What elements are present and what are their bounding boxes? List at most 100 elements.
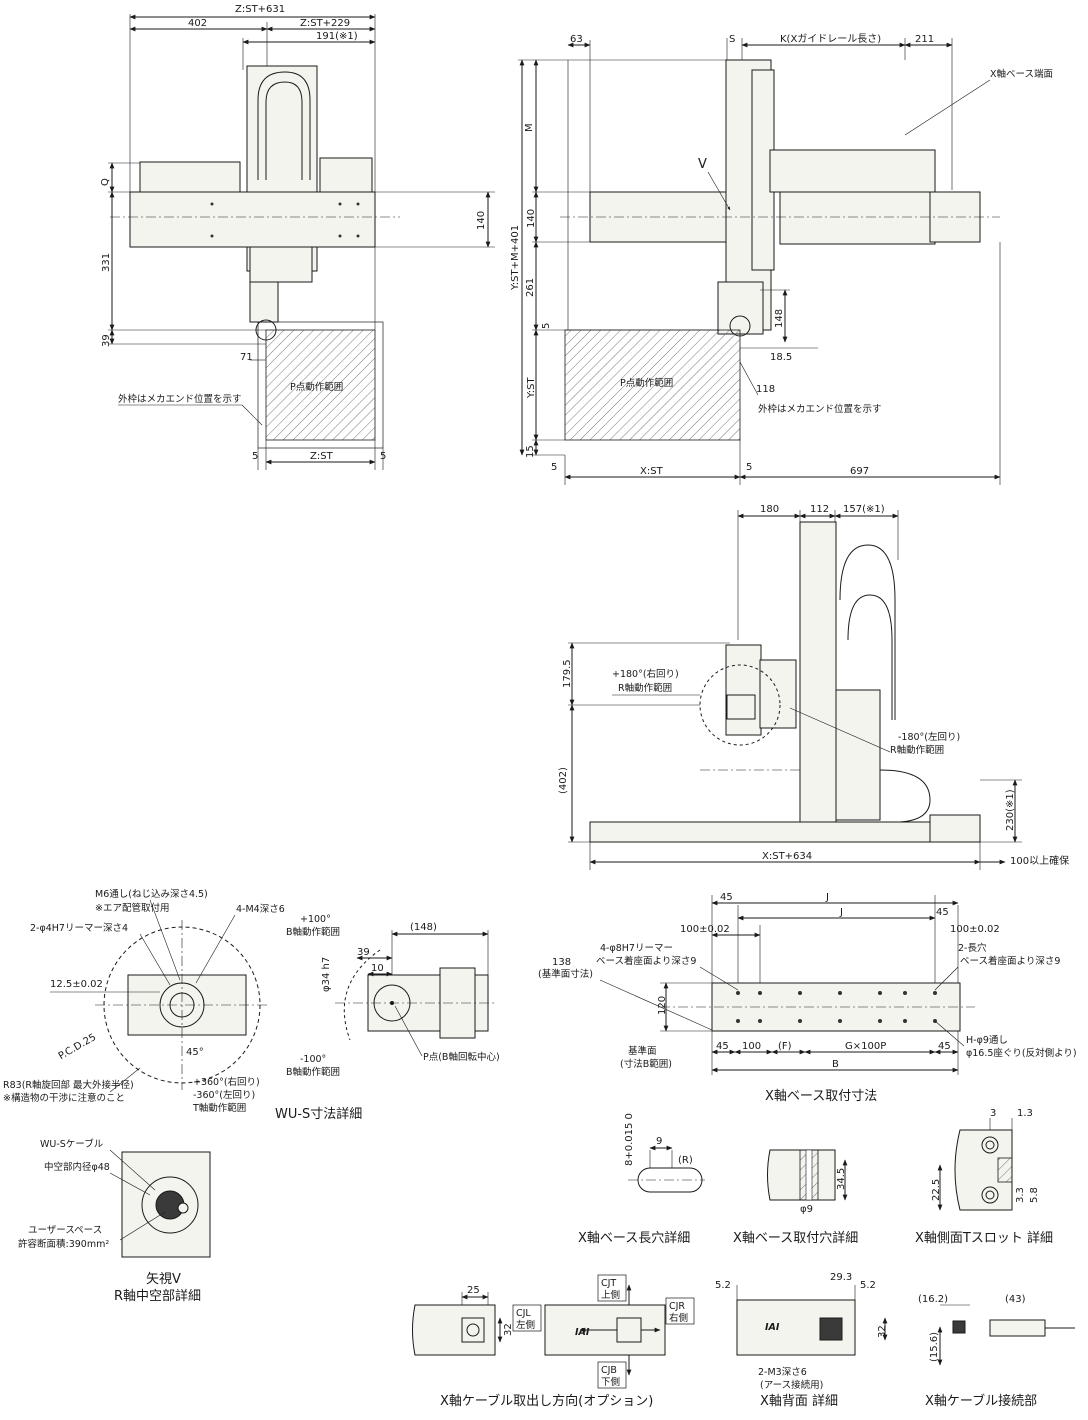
label-r83: R83(R軸旋回部 最大外接半径) [3, 1079, 134, 1091]
dim-211: 211 [915, 34, 934, 45]
label-cjt: CJT [601, 1278, 616, 1289]
dim-phi34: φ34 h7 [321, 957, 332, 992]
dim-pcd: P.C.D.25 [57, 1032, 98, 1062]
label-cjb2: 下側 [601, 1376, 620, 1388]
label-ref138: (基準面寸法) [538, 968, 593, 980]
label-b-pos1: +100° [300, 914, 331, 925]
label-ref-plane: 基準面 [628, 1045, 657, 1057]
dim-25: 25 [467, 1285, 480, 1296]
caption-cable-dir: X軸ケーブル取出し方向(オプション) [440, 1393, 653, 1409]
dim-m: M [524, 123, 535, 132]
dim-331: 331 [101, 253, 112, 272]
label-h9: H-φ9通し [966, 1035, 1008, 1046]
dim-402: 402 [188, 18, 207, 29]
dim-r: (R) [678, 1155, 693, 1166]
label-outer-frame-left: 外枠はメカエンド位置を示す [118, 393, 242, 405]
dim-3-3: 3.3 [1015, 1187, 1026, 1203]
x-mount-detail: 45 J J 45 100±0.02 100±0.02 4-φ8H7リーマー ベ… [538, 892, 1077, 1104]
dim-g100p: G×100P [845, 1041, 886, 1052]
label-reamer-4: 2-φ4H7リーマー深さ4 [30, 923, 128, 934]
dim-3: 3 [990, 1108, 996, 1119]
dim-112: 112 [810, 504, 829, 515]
dim-j-outer: J [825, 892, 829, 903]
dim-12-5: 12.5±0.02 [50, 979, 103, 990]
dim-29-3: 29.3 [830, 1272, 852, 1283]
label-cjb: CJB [601, 1365, 617, 1376]
dim-697: 697 [850, 466, 869, 477]
dim-45deg: 45° [186, 1047, 204, 1058]
dim-39b: 39 [357, 947, 370, 958]
caption-tslot: X軸側面Tスロット 詳細 [915, 1230, 1053, 1246]
dim-100-tol-a: 100±0.02 [680, 924, 730, 935]
dim-y-st: Y:ST [526, 377, 537, 399]
label-r-range-pos2: R軸動作範囲 [618, 682, 672, 694]
label-b-pos2: B軸動作範囲 [286, 926, 340, 938]
dim-5-2-b: 5.2 [860, 1280, 876, 1291]
wus-side-detail: +100° B軸動作範囲 -100° B軸動作範囲 (148) 39 10 φ3… [275, 914, 500, 1122]
caption-view-v2: R軸中空部詳細 [114, 1288, 201, 1304]
label-reamer8: 4-φ8H7リーマー [600, 943, 673, 954]
dim-120: 120 [657, 996, 668, 1015]
cable-connection-detail: (16.2) (43) (15.6) X軸ケーブル接続部 [918, 1294, 1075, 1409]
label-r-range-pos: +180°(右回り) [612, 668, 679, 680]
dim-18-5: 18.5 [770, 352, 792, 363]
label-p-range-left: P点動作範囲 [290, 381, 343, 393]
dim-phi9: φ9 [800, 1204, 813, 1215]
dim-x-st: X:ST [640, 466, 664, 477]
dim-z-st: Z:ST [310, 451, 334, 462]
label-x-base-end: X軸ベース端面 [990, 68, 1053, 80]
top-view-left: Z:ST+631 402 Z:ST+229 191(※1) Q 331 [100, 4, 495, 470]
beam-bolt-holes [210, 202, 360, 238]
label-ref-plane2: (寸法B範囲) [620, 1058, 672, 1070]
label-b-neg2: B軸動作範囲 [286, 1066, 340, 1078]
dim-5-8: 5.8 [1029, 1187, 1040, 1203]
caption-x-mount: X軸ベース取付寸法 [765, 1089, 877, 1104]
label-m6b: ※エア配管取付用 [95, 902, 169, 914]
caption-view-v1: 矢視V [146, 1272, 181, 1287]
label-m6: M6通し(ねじ込み深さ4.5) [95, 889, 208, 900]
label-t-range1: +360°(右回り) [193, 1076, 260, 1088]
dim-39: 39 [101, 334, 112, 347]
dim-138: 138 [552, 957, 571, 968]
label-wus-cable: WU-Sケーブル [40, 1138, 104, 1150]
logo-iai-a: IAI [575, 1327, 590, 1338]
label-v: V [698, 157, 707, 172]
dim-43: (43) [1005, 1294, 1026, 1305]
dim-22-5: 22.5 [931, 1179, 942, 1201]
dim-179-5: 179.5 [562, 659, 573, 688]
label-m3: 2-M3深さ6 [758, 1367, 807, 1378]
dim-15: 15 [525, 445, 536, 458]
dim-q: Q [100, 178, 111, 186]
dim-1-3: 1.3 [1017, 1108, 1033, 1119]
label-b-neg1: -100° [300, 1054, 326, 1065]
label-r-range-neg: -180°(左回り) [898, 731, 960, 743]
dim-157: 157(※1) [843, 504, 885, 515]
dim-140-right: 140 [526, 209, 537, 228]
label-user-space2: 許容断面積:390mm² [18, 1238, 109, 1250]
label-slot2b: ベース着座面より深さ9 [960, 955, 1060, 967]
logo-iai-b: IAI [765, 1322, 780, 1333]
label-m3b: (アース接続用) [760, 1379, 823, 1391]
dim-180: 180 [760, 504, 779, 515]
p-motion-range-right [564, 329, 741, 441]
label-p-range-right: P点動作範囲 [620, 377, 673, 389]
label-t-range3: T軸動作範囲 [192, 1102, 246, 1114]
dim-5-y: 5 [541, 323, 552, 329]
dim-100-clearance: 100以上確保 [1010, 854, 1069, 867]
label-cjt2: 上側 [601, 1289, 620, 1301]
dim-8-tol: 8+0.015 0 [624, 1113, 635, 1166]
label-r83b: ※構造物の干渉に注意のこと [3, 1092, 125, 1104]
cable-direction-detail: IAI CJT 上側 CJL 左側 CJR 右側 CJB 下側 X軸ケーブル取出… [440, 1274, 695, 1409]
dim-15-6: (15.6) [929, 1332, 940, 1362]
mount-holes [736, 991, 937, 1023]
dim-45-d: 45 [938, 1041, 951, 1052]
cable-side-detail: 25 32 [412, 1285, 514, 1356]
dim-z-st-229: Z:ST+229 [300, 18, 350, 29]
label-p-point: P点(B軸回転中心) [423, 1051, 500, 1063]
label-user-space1: ユーザースペース [28, 1225, 102, 1236]
dim-148p: (148) [410, 922, 437, 933]
back-detail: IAI 5.2 29.3 5.2 32 2-M3深さ6 (アース接続用) X軸背… [715, 1272, 888, 1409]
dim-100: 100 [742, 1041, 761, 1052]
caption-hole: X軸ベース取付穴詳細 [733, 1230, 858, 1246]
